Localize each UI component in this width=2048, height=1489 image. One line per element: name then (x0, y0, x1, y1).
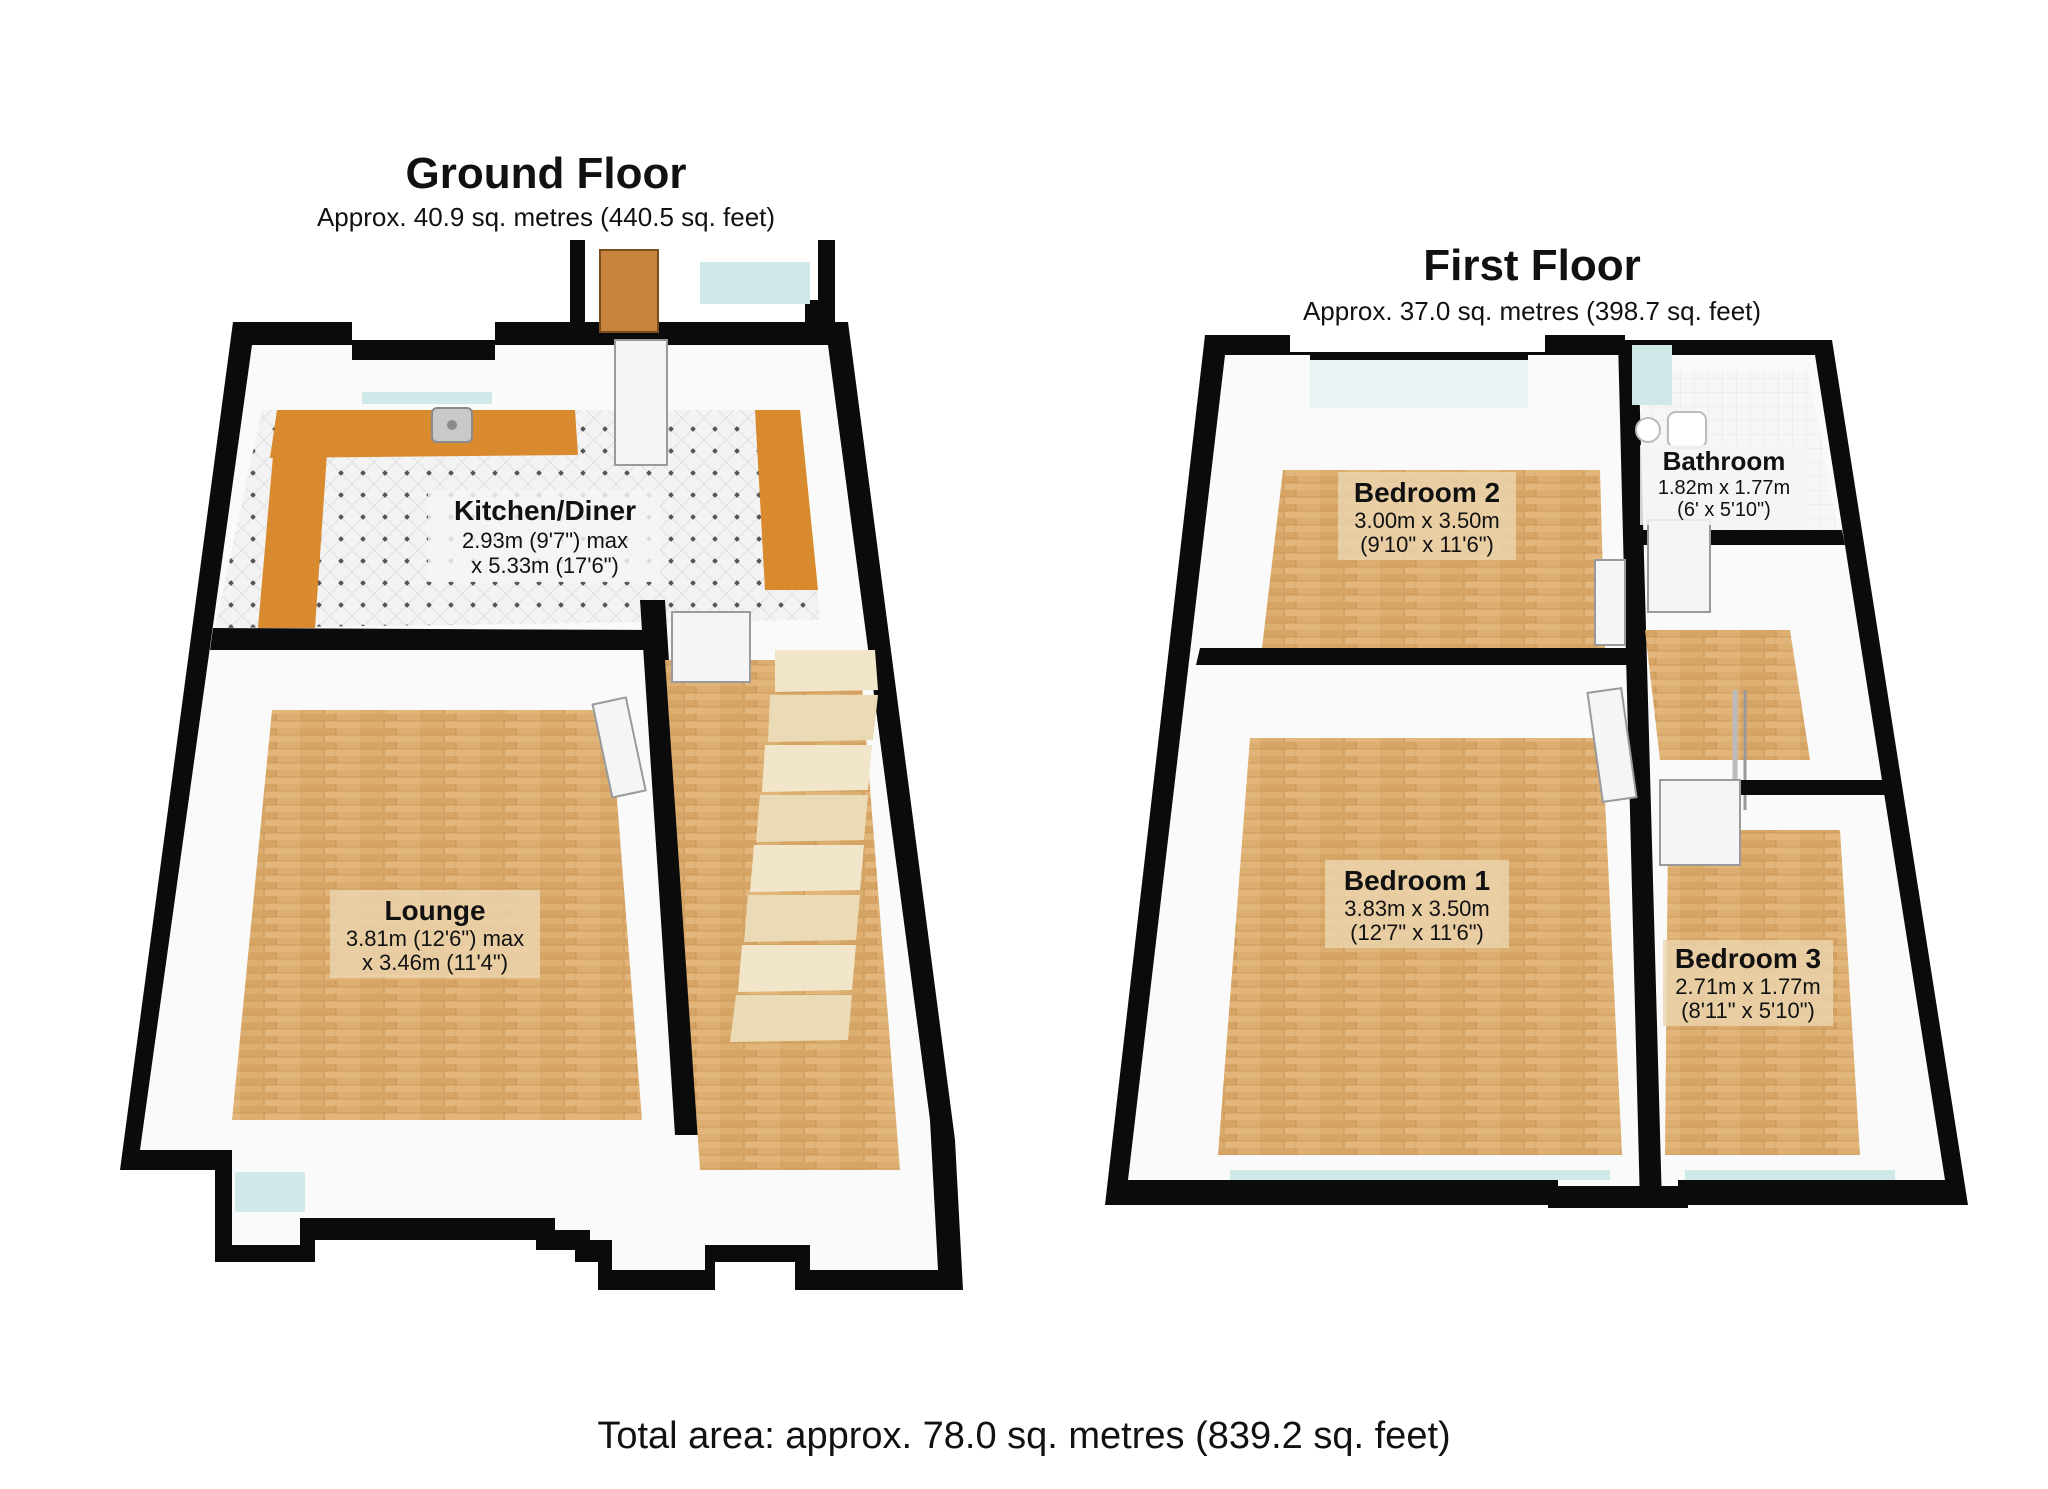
ground-floor-staircase (730, 650, 878, 1042)
bedroom1-dim-2: (12'7" x 11'6") (1350, 920, 1484, 945)
lounge-dim-1: 3.81m (12'6") max (346, 926, 524, 951)
first-floor-title: First Floor (1423, 241, 1641, 290)
bedroom1-dim-1: 3.83m x 3.50m (1344, 896, 1490, 921)
bedroom1-door (1586, 687, 1638, 803)
ground-floor-title: Ground Floor (405, 149, 686, 198)
lounge-hall-wall (640, 600, 700, 1135)
front-porch-door (599, 249, 659, 333)
hall-kitchen-door (671, 611, 751, 683)
bedroom2-door (1594, 559, 1626, 646)
kitchen-lounge-wall (210, 628, 660, 650)
bedroom3-dim-2: (8'11" x 5'10") (1681, 998, 1815, 1023)
bedroom3-dim-1: 2.71m x 1.77m (1675, 974, 1821, 999)
lounge-dim-2: x 3.46m (11'4") (362, 950, 508, 975)
kitchen-worktop-left (258, 410, 330, 628)
bedroom3-door (1659, 779, 1741, 866)
landing-floor (1645, 630, 1810, 760)
lounge-name: Lounge (384, 895, 485, 926)
kitchen-worktop-top (270, 410, 578, 458)
kitchen-back-door (614, 339, 668, 466)
ground-floor-plan (120, 240, 963, 1290)
bathroom-name: Bathroom (1663, 446, 1786, 476)
kitchen-dim-2: x 5.33m (17'6") (471, 553, 619, 578)
bedroom1-window (1230, 1170, 1610, 1180)
bedroom1-name: Bedroom 1 (1344, 865, 1490, 896)
kitchen-name: Kitchen/Diner (454, 495, 636, 526)
kitchen-worktop-right (755, 410, 818, 590)
first-floor-central-wall (1618, 340, 1662, 1205)
lounge-bay-window (235, 1172, 305, 1212)
bedroom-divider-wall (1196, 648, 1642, 665)
porch-window (700, 262, 810, 304)
bedroom2-name: Bedroom 2 (1354, 477, 1500, 508)
kitchen-window (362, 392, 492, 404)
lounge-door (591, 696, 647, 799)
bathroom-window (1632, 345, 1672, 405)
bedroom3-window (1685, 1170, 1895, 1180)
total-area: Total area: approx. 78.0 sq. metres (839… (597, 1415, 1450, 1457)
toilet-icon (1667, 411, 1707, 449)
bedroom2-dim-2: (9'10" x 11'6") (1360, 532, 1494, 557)
bedroom3-wall (1740, 780, 1888, 795)
first-floor-area: Approx. 37.0 sq. metres (398.7 sq. feet) (1303, 296, 1761, 326)
bathroom-dim-2: (6' x 5'10") (1677, 499, 1771, 521)
bathroom-dim-1: 1.82m x 1.77m (1658, 477, 1790, 499)
basin-icon (1635, 417, 1661, 443)
first-floor-plan (1105, 335, 1968, 1208)
bedroom2-dim-1: 3.00m x 3.50m (1354, 508, 1500, 533)
ground-floor-area: Approx. 40.9 sq. metres (440.5 sq. feet) (317, 202, 775, 232)
kitchen-dim-1: 2.93m (9'7") max (462, 528, 628, 553)
bathroom-door (1647, 519, 1711, 613)
bedroom2-window (1310, 360, 1528, 408)
bedroom3-name: Bedroom 3 (1675, 943, 1821, 974)
